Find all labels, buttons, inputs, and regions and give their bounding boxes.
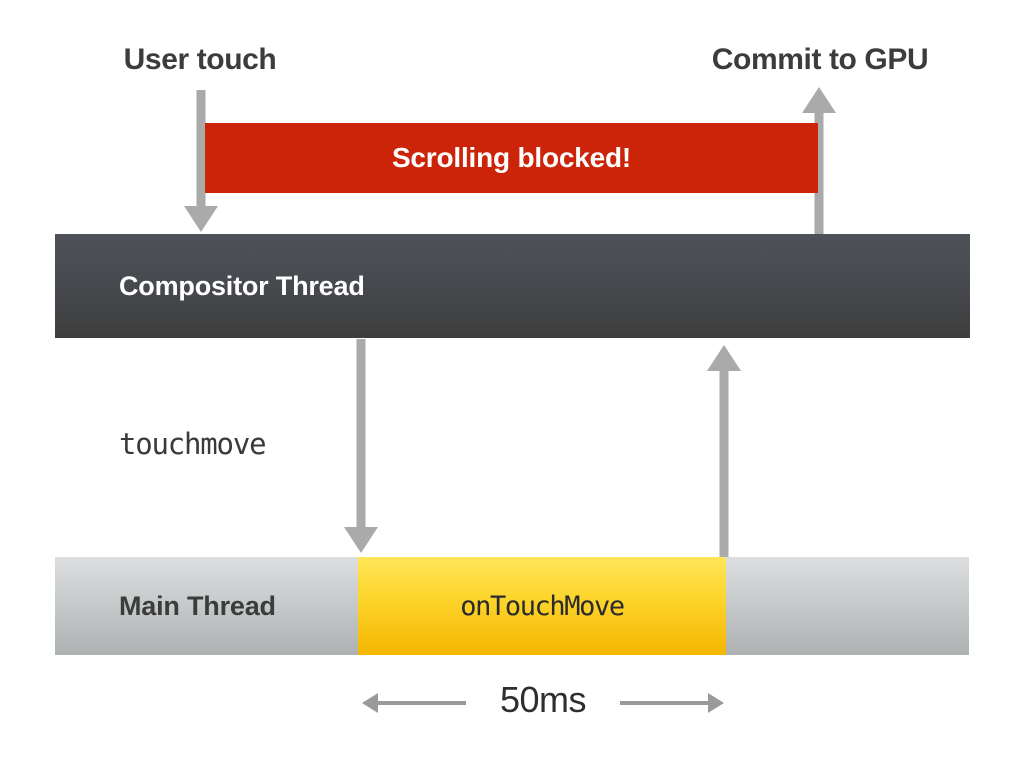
- user-touch-label: User touch: [123, 43, 277, 76]
- compositor-thread-label: Compositor Thread: [119, 270, 365, 301]
- measure-arrow-right-icon: [708, 693, 724, 713]
- touchmove-event-label: touchmove: [119, 427, 267, 461]
- measure-line-left: [376, 701, 466, 705]
- measure-line-right: [620, 701, 710, 705]
- touchmove-dispatch-arrow-shaft: [356, 339, 366, 529]
- duration-measurement: 50ms: [362, 678, 724, 728]
- commit-to-gpu-arrow-up-icon: [802, 87, 836, 113]
- commit-to-gpu-arrow-shaft: [814, 112, 824, 234]
- compositor-thread-lane: Compositor Thread: [55, 234, 970, 338]
- user-touch-arrow-shaft: [196, 90, 206, 208]
- scrolling-blocked-label: Scrolling blocked!: [391, 142, 632, 173]
- on-touch-move-label: onTouchMove: [460, 590, 625, 622]
- handler-return-arrow-up-icon: [707, 345, 741, 371]
- touchmove-dispatch-arrow-down-icon: [344, 527, 378, 553]
- main-thread-label: Main Thread: [119, 590, 276, 621]
- user-touch-arrow-down-icon: [184, 206, 218, 232]
- handler-return-arrow-shaft: [719, 370, 729, 558]
- commit-to-gpu-label: Commit to GPU: [711, 43, 929, 76]
- on-touch-move-task-block: onTouchMove: [358, 557, 726, 655]
- scrolling-blocked-band: Scrolling blocked!: [205, 123, 818, 193]
- duration-label: 50ms: [485, 678, 601, 722]
- measure-arrow-left-icon: [362, 693, 378, 713]
